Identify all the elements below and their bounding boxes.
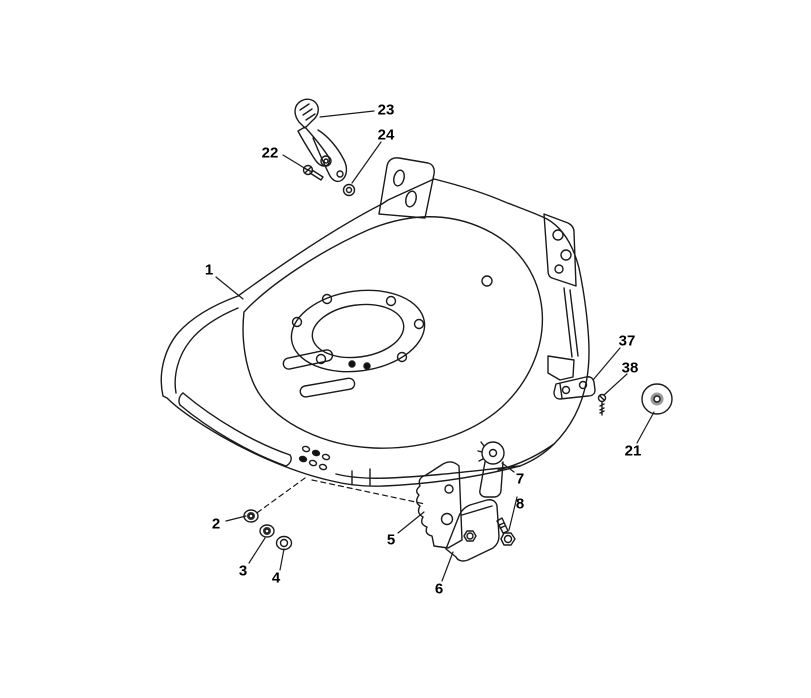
- bolt-part-8: [496, 517, 516, 546]
- part-label-21: 21: [624, 442, 642, 460]
- lever-part-23: [294, 98, 348, 183]
- nut-part-24: [342, 183, 356, 197]
- part-label-24: 24: [377, 126, 395, 144]
- part-label-23: 23: [377, 101, 395, 119]
- lever-part-7: [477, 441, 505, 498]
- washers-2-3-4: [243, 509, 293, 551]
- part-label-8: 8: [515, 495, 525, 513]
- bolt-part-22: [302, 164, 324, 181]
- leader-lines: [215, 110, 655, 582]
- part-label-4: 4: [271, 569, 281, 587]
- deck-slots: [282, 349, 356, 398]
- bracket-part-37: [553, 376, 596, 400]
- part-label-3: 3: [238, 562, 248, 580]
- part-label-7: 7: [515, 470, 525, 488]
- dashed-assembly-lines: [253, 477, 426, 516]
- part-label-22: 22: [261, 144, 279, 162]
- bracket-part-6: [445, 499, 500, 562]
- part-label-2: 2: [211, 515, 221, 533]
- plate-part-5: [416, 461, 463, 549]
- part-label-6: 6: [434, 580, 444, 598]
- washer-part-21: [641, 383, 673, 415]
- part-label-1: 1: [204, 261, 214, 279]
- part-label-38: 38: [621, 359, 639, 377]
- vent-holes: [298, 445, 331, 471]
- deck-housing-outline: [160, 178, 590, 487]
- top-mount-plate: [378, 157, 435, 219]
- part-label-5: 5: [386, 531, 396, 549]
- blade-opening: [290, 289, 426, 373]
- screw-part-38: [597, 393, 607, 416]
- part-label-37: 37: [618, 332, 636, 350]
- rear-bracket-plate: [543, 213, 579, 381]
